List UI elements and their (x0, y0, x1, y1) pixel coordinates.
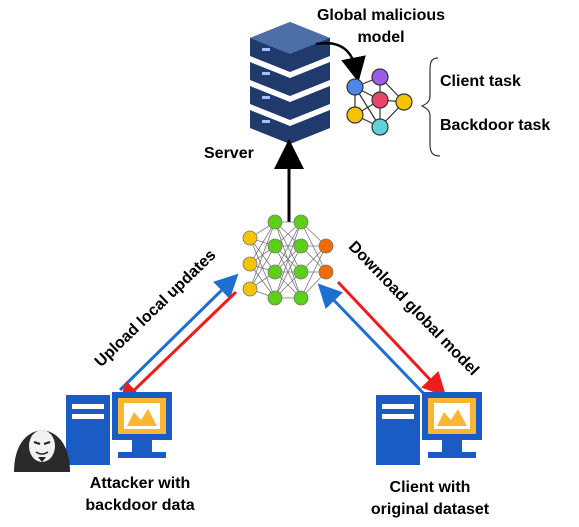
server-label: Server (204, 145, 254, 162)
nn-edge (300, 245, 327, 299)
attacker-label-line2: backdoor data (85, 497, 195, 514)
nn-edge (274, 221, 302, 299)
upload-arrow (118, 273, 239, 392)
brace (420, 57, 441, 157)
server-stack-icon (250, 22, 330, 144)
nn-edge (300, 221, 327, 273)
global-model-label-line1: Global malicious (316, 7, 446, 24)
upload-arrow-client (317, 283, 430, 400)
nn-edge (274, 245, 302, 299)
nn-edge (249, 245, 276, 290)
global-model-label-line2: model (357, 29, 405, 46)
small-network-icon (346, 68, 413, 136)
computer-icon (376, 392, 482, 465)
download-arrow-attacker (117, 290, 238, 407)
client-label-line2: original dataset (370, 501, 490, 518)
client-task-label: Client task (440, 73, 521, 90)
hacker-icon (14, 430, 70, 472)
nn-edge (249, 221, 276, 265)
attacker-label-line1: Attacker with (89, 475, 191, 492)
neural-network-icon (242, 214, 334, 306)
download-arrow-client (336, 280, 447, 397)
client-label-line1: Client with (389, 479, 471, 496)
nn-edge (274, 221, 302, 273)
curved-arrow (315, 41, 366, 83)
computer-icon (66, 392, 172, 465)
nn-edge (249, 221, 276, 290)
backdoor-task-label: Backdoor task (440, 117, 551, 134)
